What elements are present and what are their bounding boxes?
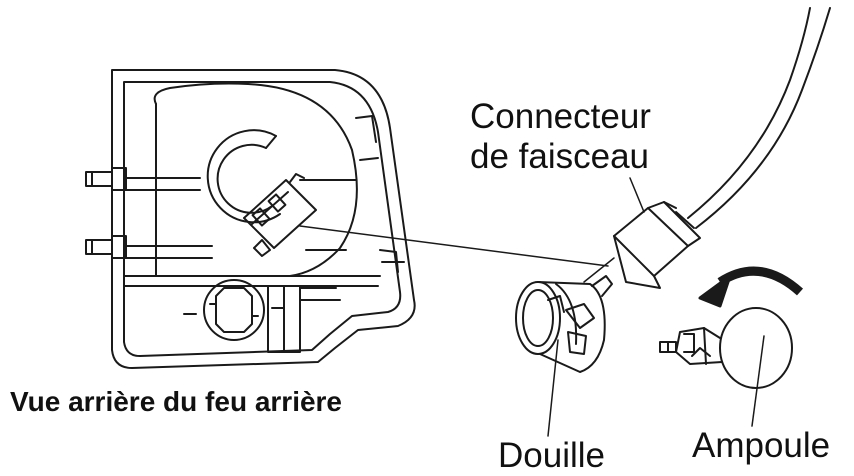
label-harness-connector-line2: de faisceau xyxy=(470,137,650,176)
harness-wires xyxy=(687,7,831,229)
harness-connector xyxy=(613,201,701,289)
leader-lines xyxy=(299,177,765,437)
socket xyxy=(515,275,613,373)
lamp-circle xyxy=(125,82,358,277)
label-bulb: Ampoule xyxy=(692,426,831,465)
lower-compartment xyxy=(123,275,381,353)
housing-connector xyxy=(243,173,317,257)
label-harness-connector: Connecteur de faisceau xyxy=(470,97,651,177)
curved-arrow-icon xyxy=(698,266,804,308)
mounting-stud-upper xyxy=(85,167,127,191)
tail-light-housing xyxy=(111,69,416,369)
label-harness-connector-line1: Connecteur xyxy=(470,97,651,136)
label-socket: Douille xyxy=(498,436,605,475)
mounting-stud-lower xyxy=(85,235,127,259)
caption-rear-view: Vue arrière du feu arrière xyxy=(10,386,343,417)
bulb xyxy=(659,307,793,389)
